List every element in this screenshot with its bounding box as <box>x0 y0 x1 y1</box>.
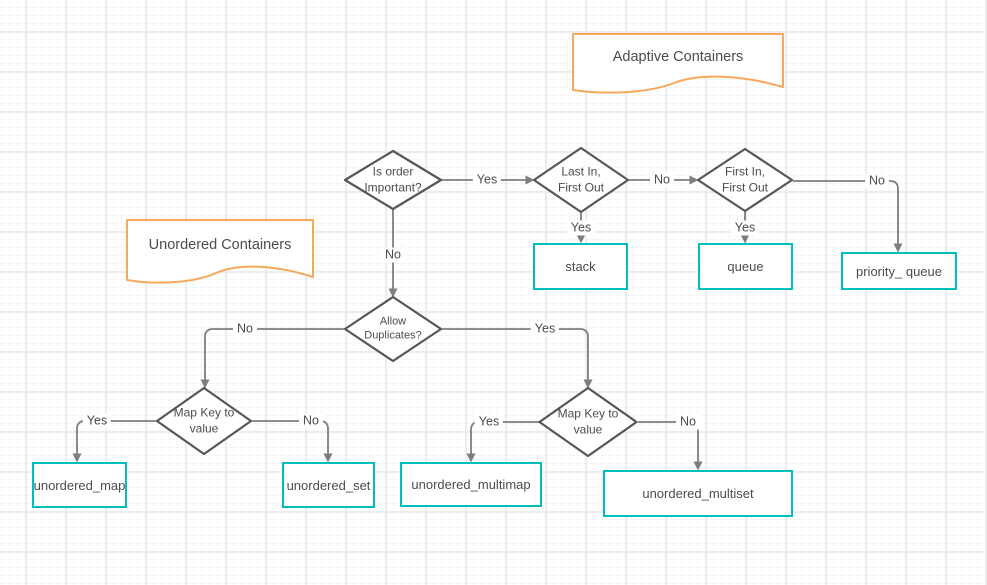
result-unordered-map[interactable]: unordered_map <box>32 462 127 508</box>
result-stack[interactable]: stack <box>533 243 628 290</box>
result-priority-queue[interactable]: priority_ queue <box>841 252 957 290</box>
edge-label-dup-no[interactable]: No <box>233 321 257 337</box>
result-unordered-set[interactable]: unordered_set <box>282 462 375 508</box>
edge-fifo-no[interactable] <box>793 180 903 253</box>
decision-map-right[interactable] <box>538 386 638 458</box>
decision-lifo[interactable] <box>532 146 630 214</box>
decision-fifo[interactable] <box>696 147 794 213</box>
edge-dup-no[interactable] <box>200 328 344 389</box>
decision-map-left[interactable] <box>155 386 253 456</box>
edge-label-mapright-yes[interactable]: Yes <box>474 414 504 430</box>
banner-shape <box>126 219 314 284</box>
edge-label-mapleft-yes[interactable]: Yes <box>82 413 112 429</box>
edge-label-order-yes[interactable]: Yes <box>472 172 502 188</box>
result-label: queue <box>727 259 764 274</box>
decision-allow-dup[interactable] <box>343 295 443 363</box>
result-label: unordered_map <box>33 477 126 493</box>
result-label: unordered_multimap <box>411 477 531 492</box>
edge-label-mapright-no[interactable]: No <box>676 414 700 430</box>
decision-is-order[interactable] <box>343 149 443 211</box>
result-label: unordered_multiset <box>642 486 754 501</box>
edge-label-dup-yes[interactable]: Yes <box>530 321 560 337</box>
result-label: stack <box>565 259 596 274</box>
banner-shape <box>572 33 784 94</box>
edge-label-lifo-no[interactable]: No <box>650 172 674 188</box>
banner-unordered[interactable]: Unordered Containers <box>126 219 314 287</box>
result-label: unordered_set <box>286 477 371 493</box>
edge-dup-yes[interactable] <box>442 328 593 389</box>
banner-outline <box>126 219 314 284</box>
result-unordered-multiset[interactable]: unordered_multiset <box>603 470 793 517</box>
edge-label-order-no[interactable]: No <box>381 247 405 263</box>
result-label: priority_ queue <box>856 263 942 279</box>
edge-label-lifo-yes[interactable]: Yes <box>566 220 596 236</box>
banner-adaptive[interactable]: Adaptive Containers <box>572 33 784 97</box>
result-queue[interactable]: queue <box>698 243 793 290</box>
edge-label-mapleft-no[interactable]: No <box>299 413 323 429</box>
edge-label-fifo-no[interactable]: No <box>865 173 889 189</box>
edge-label-fifo-yes[interactable]: Yes <box>730 220 760 236</box>
result-unordered-multimap[interactable]: unordered_multimap <box>400 462 542 507</box>
banner-outline <box>572 33 784 94</box>
